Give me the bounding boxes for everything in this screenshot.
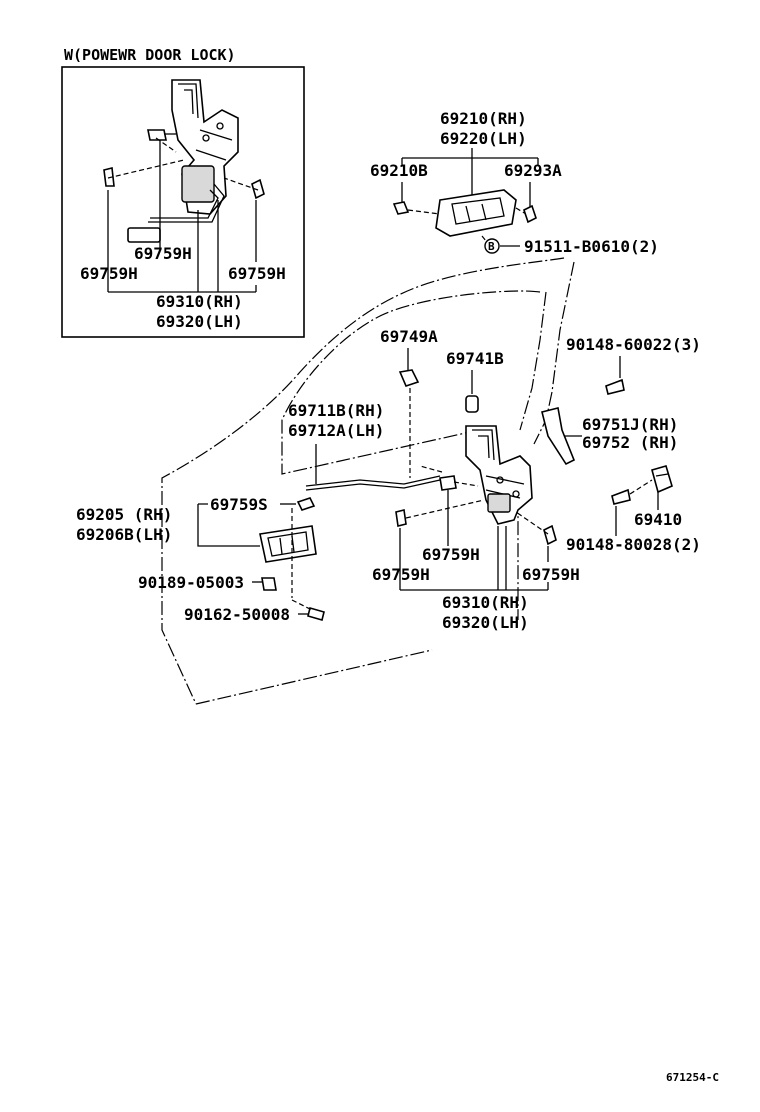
inset-label-69759h-right: 69759H bbox=[228, 264, 286, 283]
lock-rod-part bbox=[305, 475, 441, 487]
screw-90148-80028-icon bbox=[611, 488, 631, 505]
inset-frame bbox=[61, 66, 305, 338]
label-69751j-rh: 69751J(RH) bbox=[582, 415, 678, 434]
inset-title: W(POWEWR DOOR LOCK) bbox=[64, 46, 236, 64]
inset-label-69759h-center: 69759H bbox=[134, 244, 192, 263]
screw-69210b-icon bbox=[392, 201, 410, 215]
striker-group: 69410 90148-80028(2) bbox=[566, 465, 701, 554]
inset-lock-assembly bbox=[103, 79, 265, 243]
door-lock-assembly bbox=[395, 425, 557, 546]
lock-labels: 69759H 69759H 69759H 69310(RH) 69320(LH) bbox=[372, 490, 580, 632]
label-69293a: 69293A bbox=[504, 161, 562, 180]
clip-69759h-mid-icon bbox=[439, 475, 457, 491]
label-90162-50008: 90162-50008 bbox=[184, 605, 290, 624]
bolt-mark-icon bbox=[484, 238, 500, 254]
inset-label-69310-rh: 69310(RH) bbox=[156, 292, 243, 311]
label-69310-rh: 69310(RH) bbox=[442, 593, 529, 612]
label-90148-60022: 90148-60022(3) bbox=[566, 335, 701, 354]
clip-69759h-right-icon bbox=[543, 524, 557, 546]
striker-69410-part bbox=[651, 465, 673, 494]
label-69206b-lh: 69206B(LH) bbox=[76, 525, 172, 544]
label-69749a: 69749A bbox=[380, 327, 438, 346]
label-90189-05003: 90189-05003 bbox=[138, 573, 244, 592]
label-69220-lh: 69220(LH) bbox=[440, 129, 527, 148]
inset-label-69759h-left: 69759H bbox=[80, 264, 138, 283]
label-90148-80028: 90148-80028(2) bbox=[566, 535, 701, 554]
label-69711b-rh: 69711B(RH) bbox=[288, 401, 384, 420]
inside-handle-part bbox=[435, 189, 517, 237]
clip-69759h-left-icon bbox=[395, 509, 407, 527]
clip-69749a-icon bbox=[398, 369, 420, 387]
inset-label-69320-lh: 69320(LH) bbox=[156, 312, 243, 331]
outside-handle-group: 69205 (RH) 69206B(LH) 69759S 90189-05003… bbox=[76, 495, 325, 624]
label-69752-rh: 69752 (RH) bbox=[582, 433, 678, 452]
label-91511-b0610: 91511-B0610(2) bbox=[524, 237, 659, 256]
label-69759h-left: 69759H bbox=[372, 565, 430, 584]
outside-handle-part bbox=[259, 525, 317, 563]
label-69210-rh: 69210(RH) bbox=[440, 109, 527, 128]
power-door-lock-inset: W(POWEWR DOOR LOCK) 69759H bbox=[61, 46, 305, 338]
screw-90148-60022-icon bbox=[605, 378, 625, 395]
cover-69751j-part bbox=[541, 407, 576, 466]
nut-90189-icon bbox=[261, 577, 277, 591]
label-69410: 69410 bbox=[634, 510, 682, 529]
label-69759h-mid: 69759H bbox=[422, 545, 480, 564]
clip-69759s-icon bbox=[296, 497, 316, 511]
diagram-reference-code: 671254-C bbox=[666, 1071, 719, 1084]
screw-90162-icon bbox=[307, 607, 325, 621]
label-69205-rh: 69205 (RH) bbox=[76, 505, 172, 524]
inside-handle-group: 69210(RH) 69220(LH) 69210B 69293A B 9151… bbox=[370, 109, 659, 256]
clip-69741b-icon bbox=[465, 395, 479, 413]
bolt-mark-letter: B bbox=[488, 240, 495, 253]
upper-parts: 69749A 69741B 90148-60022(3) 69711B(RH) … bbox=[288, 327, 701, 491]
clip-69293a-icon bbox=[523, 204, 537, 224]
label-69210b: 69210B bbox=[370, 161, 428, 180]
label-69759s: 69759S bbox=[210, 495, 268, 514]
label-69759h-right: 69759H bbox=[522, 565, 580, 584]
label-69712a-lh: 69712A(LH) bbox=[288, 421, 384, 440]
label-69741b: 69741B bbox=[446, 349, 504, 368]
label-69320-lh: 69320(LH) bbox=[442, 613, 529, 632]
